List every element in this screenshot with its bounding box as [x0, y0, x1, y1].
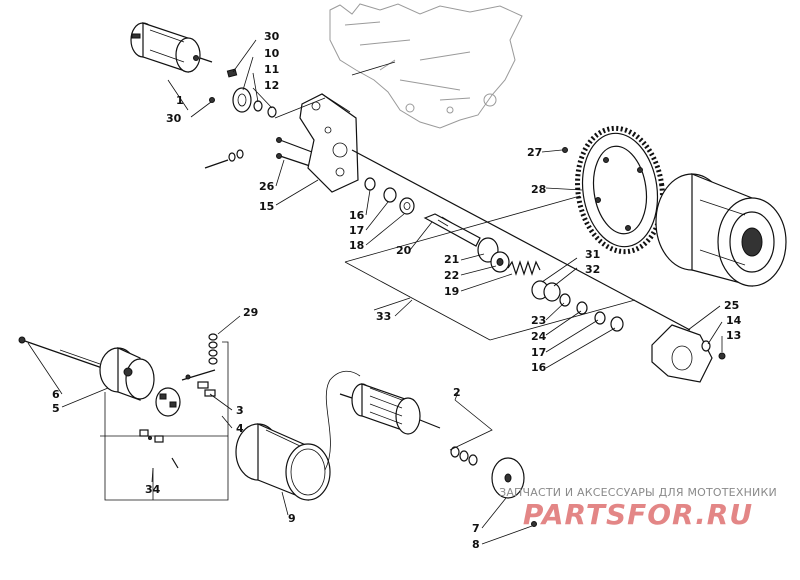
- brush-holder: [155, 369, 216, 417]
- ring-gear: [562, 125, 665, 255]
- callout-23: 23: [531, 314, 546, 327]
- callout-2: 2: [453, 386, 461, 399]
- armature-washers: [450, 446, 478, 466]
- callout-29: 29: [243, 306, 258, 319]
- group-bracket-33: [344, 195, 636, 341]
- callout-20: 20: [396, 244, 412, 257]
- callout-3: 3: [236, 404, 244, 417]
- callout-26: 26: [259, 180, 275, 193]
- callout-4: 4: [236, 422, 244, 435]
- through-bolt: [18, 336, 109, 371]
- callout-19: 19: [444, 285, 459, 298]
- terminal-hardware: [208, 333, 218, 365]
- callout-18: 18: [349, 239, 364, 252]
- callout-9: 9: [288, 512, 296, 525]
- callout-15: 15: [259, 200, 274, 213]
- callout-12: 12: [264, 79, 279, 92]
- armature: [339, 383, 441, 435]
- callout-28: 28: [531, 183, 546, 196]
- callout-13: 13: [726, 329, 741, 342]
- callout-16-upper: 16: [349, 209, 365, 222]
- leader-bolt: [274, 97, 326, 119]
- pinion-gear: [209, 68, 277, 118]
- callout-24: 24: [531, 330, 547, 343]
- callout-11: 11: [264, 63, 279, 76]
- drive-end-plate: [491, 457, 537, 527]
- drive-clutch: [477, 237, 510, 273]
- group-bracket-2: [449, 399, 493, 451]
- callout-33: 33: [376, 310, 391, 323]
- callout-21: 21: [444, 253, 459, 266]
- callout-17-upper: 17: [349, 224, 364, 237]
- drive-end-cover: [651, 324, 726, 383]
- bushing-parts: [531, 280, 624, 332]
- callout-25: 25: [724, 299, 739, 312]
- starter-motor: [130, 22, 213, 73]
- callout-30-bottom: 30: [166, 112, 182, 125]
- callout-7: 7: [472, 522, 480, 535]
- brush-end-cap: [99, 347, 155, 401]
- callout-labels: 30 10 11 12 1 30 26 15 16 17 18 20 21 22…: [52, 30, 742, 551]
- callout-16-lower: 16: [531, 361, 547, 374]
- callout-32: 32: [585, 263, 600, 276]
- callout-27: 27: [527, 146, 542, 159]
- callout-31: 31: [585, 248, 600, 261]
- drive-shaft: [423, 213, 481, 247]
- flywheel-drum: [655, 173, 787, 287]
- callout-5: 5: [52, 402, 60, 415]
- callout-leaders: [27, 39, 723, 545]
- callout-34: 34: [145, 483, 161, 496]
- callout-10: 10: [264, 47, 280, 60]
- callout-30-top: 30: [264, 30, 280, 43]
- frame-housing: [235, 423, 331, 501]
- bracket-bolts: [204, 137, 313, 169]
- callout-17-lower: 17: [531, 346, 546, 359]
- callout-1: 1: [176, 94, 184, 107]
- assembly-axis-line: [351, 149, 691, 331]
- leader-engine: [351, 61, 396, 76]
- callout-6: 6: [52, 388, 60, 401]
- callout-8: 8: [472, 538, 480, 551]
- leader-armature: [324, 370, 361, 471]
- mounting-bracket: [299, 93, 359, 193]
- callout-14: 14: [726, 314, 742, 327]
- engine-block: [329, 3, 523, 129]
- callout-22: 22: [444, 269, 459, 282]
- drive-spring: [507, 260, 541, 276]
- shaft-washers-upper: [364, 177, 415, 215]
